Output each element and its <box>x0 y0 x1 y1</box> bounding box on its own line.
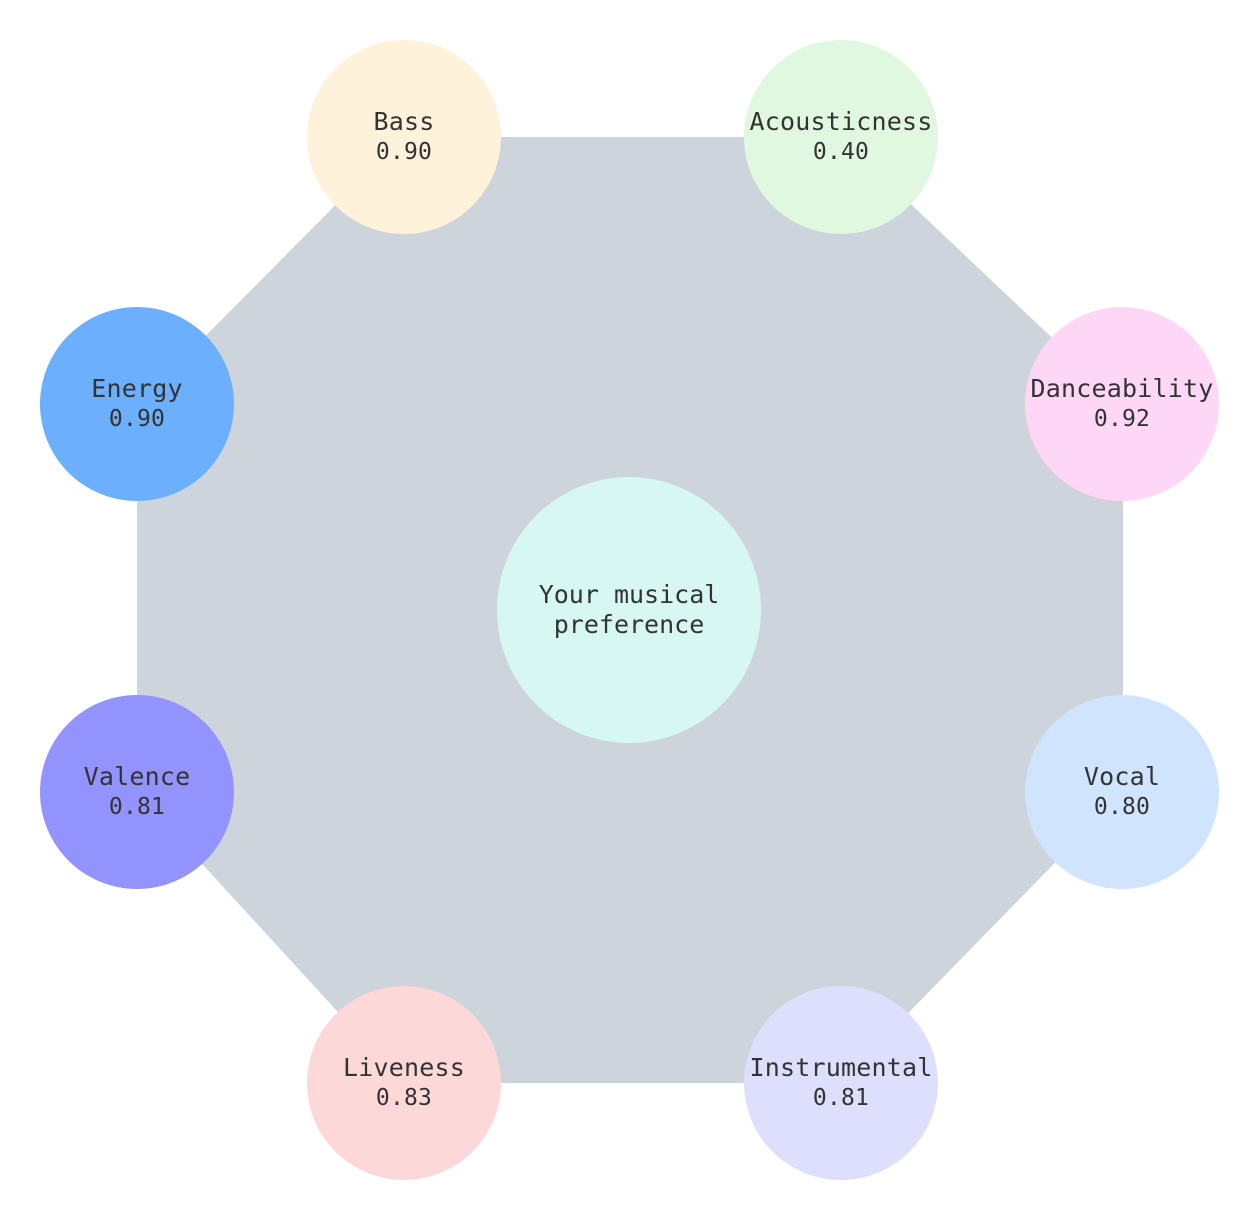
feature-label-valence: Valence <box>83 762 191 791</box>
feature-label-instrumental: Instrumental <box>749 1053 933 1082</box>
feature-value-valence: 0.81 <box>108 794 166 820</box>
feature-value-acousticness: 0.40 <box>812 139 870 165</box>
feature-node-energy: Energy 0.90 <box>40 307 234 501</box>
feature-node-liveness: Liveness 0.83 <box>307 986 501 1180</box>
feature-label-energy: Energy <box>91 374 183 403</box>
feature-label-bass: Bass <box>373 107 435 136</box>
feature-value-danceability: 0.92 <box>1093 406 1151 432</box>
feature-value-instrumental: 0.81 <box>812 1085 870 1111</box>
feature-node-valence: Valence 0.81 <box>40 695 234 889</box>
feature-node-acousticness: Acousticness 0.40 <box>744 40 938 234</box>
feature-label-vocal: Vocal <box>1083 762 1161 791</box>
center-preference-node: Your musical preference <box>497 477 761 743</box>
feature-node-danceability: Danceability 0.92 <box>1025 307 1219 501</box>
feature-value-energy: 0.90 <box>108 406 166 432</box>
center-label: Your musical preference <box>538 580 720 639</box>
feature-label-danceability: Danceability <box>1030 374 1214 403</box>
feature-node-instrumental: Instrumental 0.81 <box>744 986 938 1180</box>
feature-label-acousticness: Acousticness <box>749 107 933 136</box>
feature-node-vocal: Vocal 0.80 <box>1025 695 1219 889</box>
feature-value-liveness: 0.83 <box>375 1085 433 1111</box>
feature-value-vocal: 0.80 <box>1093 794 1151 820</box>
feature-value-bass: 0.90 <box>375 139 433 165</box>
feature-label-liveness: Liveness <box>342 1053 465 1082</box>
feature-node-bass: Bass 0.90 <box>307 40 501 234</box>
